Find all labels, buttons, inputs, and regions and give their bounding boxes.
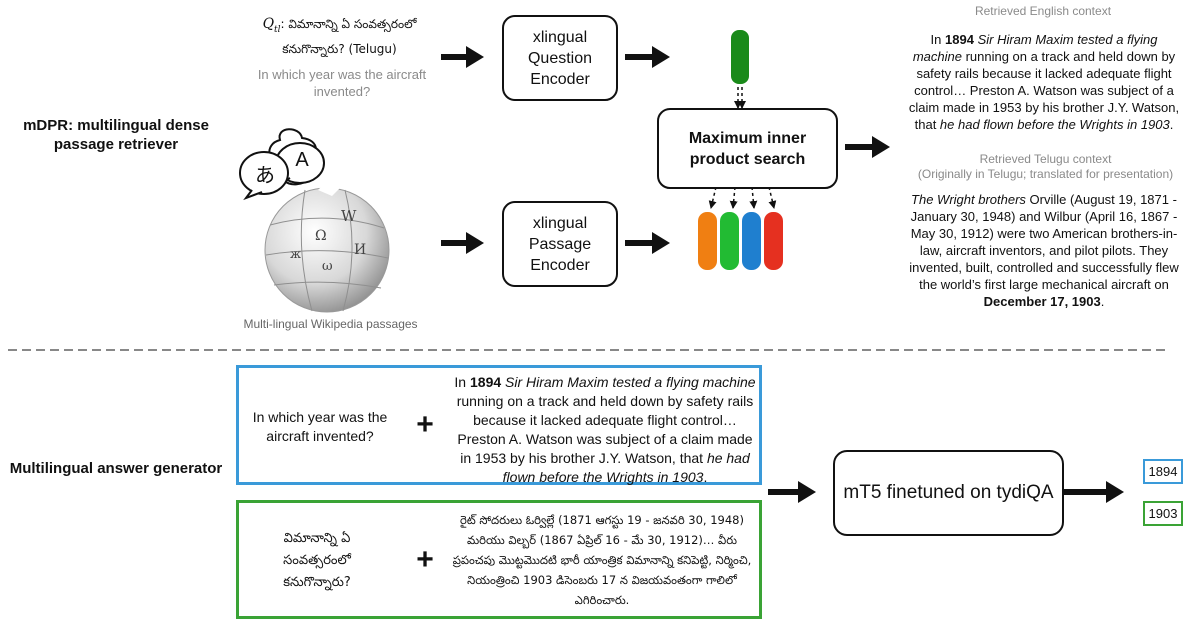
english-query: In which year was the aircraft invented?	[257, 67, 427, 99]
dashed-arrows-passage-vectors	[708, 186, 777, 209]
svg-text:И: И	[354, 242, 366, 258]
passage-vector-bar	[720, 212, 739, 270]
arrow-wiki-to-encoder	[441, 232, 484, 254]
generator-section-label: Multilingual answer generator	[9, 460, 223, 477]
passage-vector-bar	[698, 212, 717, 270]
telugu-input-box	[236, 500, 762, 619]
passage-vector-bar	[742, 212, 761, 270]
telugu-context-text: The Wright brothers Orville (August 19, …	[909, 192, 1179, 309]
question-encoder-box: xlingual Question Encoder	[502, 15, 618, 101]
telugu-passage: రైట్ సోదరులు ఓర్విల్లే (1871 ఆగస్టు 19 -…	[452, 513, 752, 607]
arrow-passages-to-model	[768, 481, 816, 503]
telugu-question: విమానాన్ని ఏ సంవత్సరంలో కనుగొన్నారు?	[283, 531, 351, 590]
svg-text:ж: ж	[290, 247, 301, 261]
speech-bubble-japanese: あ	[255, 163, 275, 187]
speech-bubble-latin: A	[295, 149, 309, 171]
plus-sign-2: +	[416, 543, 434, 576]
plus-sign-1: +	[416, 408, 434, 441]
mips-box: Maximum inner product search	[657, 108, 838, 189]
passage-encoder-box: xlingual Passage Encoder	[502, 201, 618, 287]
english-context-title: Retrieved English context	[974, 4, 1112, 18]
arrow-qencoder-to-vector	[625, 46, 670, 68]
query-embedding-vector	[731, 30, 749, 84]
wikipedia-globe-icon: Ω W И ω ж	[264, 178, 390, 313]
answer-telugu: 1903	[1143, 501, 1183, 526]
arrow-mips-to-contexts	[845, 136, 890, 158]
retriever-section-label: mDPR: multilingual dense passage retriev…	[23, 117, 209, 153]
svg-text:ω: ω	[322, 259, 333, 274]
answer-english: 1894	[1143, 459, 1183, 484]
speech-bubbles-icon	[239, 128, 325, 201]
telugu-query: Qtl: విమానాన్ని ఏ సంవత్సరంలో కనుగొన్నారు…	[262, 16, 417, 56]
svg-text:Ω: Ω	[315, 228, 327, 244]
english-question: In which year was the aircraft invented?	[252, 409, 388, 444]
arrow-query-to-encoder	[441, 46, 484, 68]
query-symbol: Qtl	[262, 16, 281, 35]
wikipedia-caption: Multi-lingual Wikipedia passages	[243, 317, 418, 331]
english-input-box	[236, 365, 762, 485]
arrow-model-to-answers	[1064, 481, 1124, 503]
dashed-arrow-query-vector	[734, 87, 746, 109]
telugu-context-title: Retrieved Telugu context (Originally in …	[917, 152, 1174, 181]
english-passage: In 1894 Sir Hiram Maxim tested a flying …	[454, 374, 756, 485]
mt5-model-box: mT5 finetuned on tydiQA	[833, 450, 1064, 536]
passage-vector-bar	[764, 212, 783, 270]
english-context-text: In 1894 Sir Hiram Maxim tested a flying …	[908, 32, 1180, 132]
arrow-pencoder-to-vectors	[625, 232, 670, 254]
passage-embedding-vectors	[698, 212, 784, 270]
svg-text:W: W	[341, 207, 357, 225]
